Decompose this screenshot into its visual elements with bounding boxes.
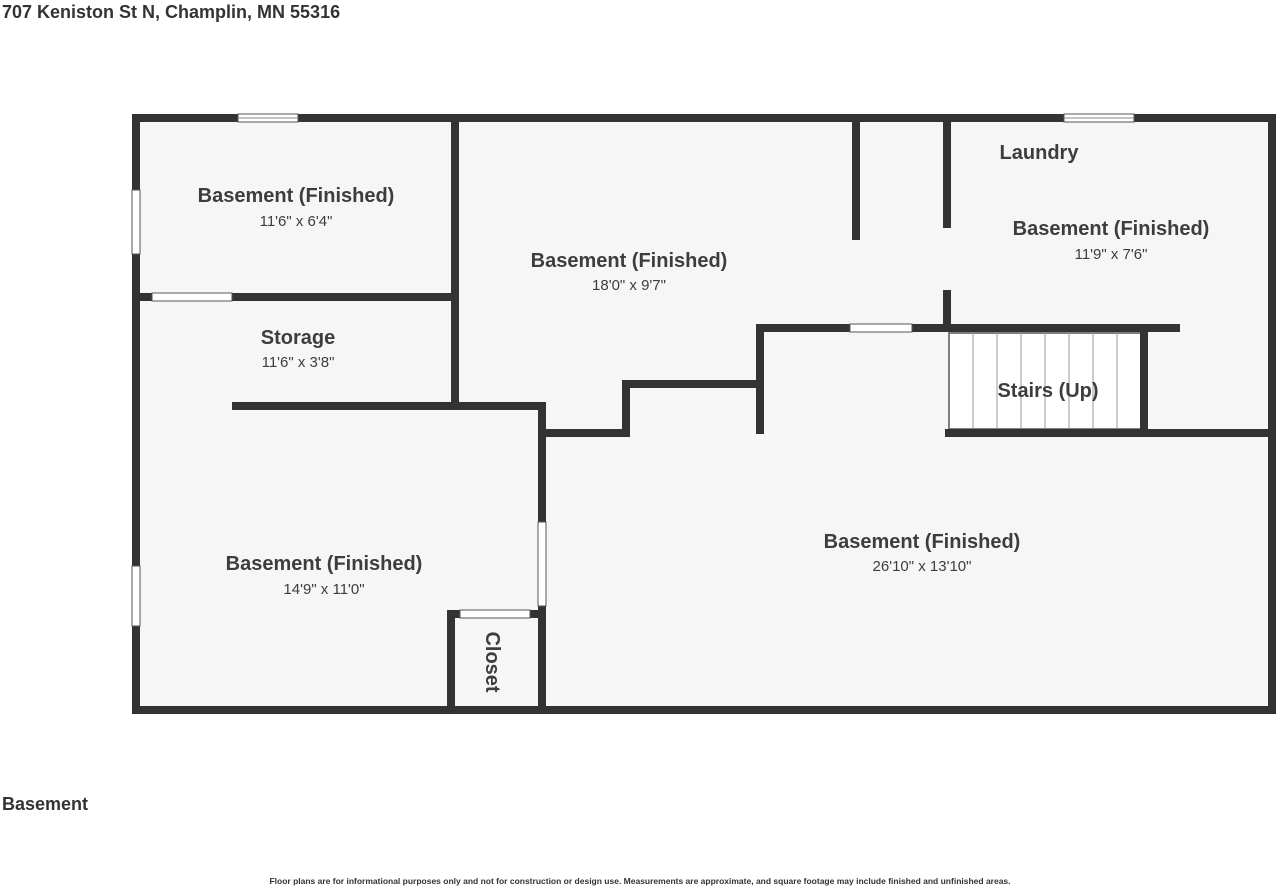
room-dims-bottom-right: 26'10" x 13'10" <box>873 558 972 575</box>
door-opening-center <box>849 323 913 333</box>
room-name-top-right: Basement (Finished) <box>1013 218 1210 240</box>
disclaimer-text: Floor plans are for informational purpos… <box>269 876 1011 886</box>
door-opening-bottom-left <box>537 521 547 607</box>
room-name-bottom-left: Basement (Finished) <box>226 553 423 575</box>
room-name-storage: Storage <box>261 327 335 349</box>
room-name-top-center: Basement (Finished) <box>531 250 728 272</box>
room-dims-bottom-left: 14'9" x 11'0" <box>283 581 364 598</box>
door-opening-closet <box>459 609 531 619</box>
room-dims-top-center: 18'0" x 9'7" <box>592 277 666 294</box>
room-name-stairs: Stairs (Up) <box>997 380 1098 402</box>
floor-level-label: Basement <box>2 794 89 814</box>
room-dims-storage: 11'6" x 3'8" <box>262 354 335 371</box>
property-address: 707 Keniston St N, Champlin, MN 55316 <box>2 2 341 22</box>
door-opening-top-left-room <box>151 292 233 302</box>
room-name-top-left: Basement (Finished) <box>198 185 395 207</box>
room-dims-top-right: 11'9" x 7'6" <box>1075 246 1148 263</box>
room-name-laundry: Laundry <box>1000 142 1080 164</box>
window-left-lower <box>131 565 141 627</box>
window-left-upper <box>131 189 141 255</box>
room-dims-top-left: 11'6" x 6'4" <box>260 213 333 230</box>
stair-treads <box>948 332 1142 430</box>
room-name-closet: Closet <box>481 631 503 692</box>
room-name-bottom-right: Basement (Finished) <box>824 531 1021 553</box>
